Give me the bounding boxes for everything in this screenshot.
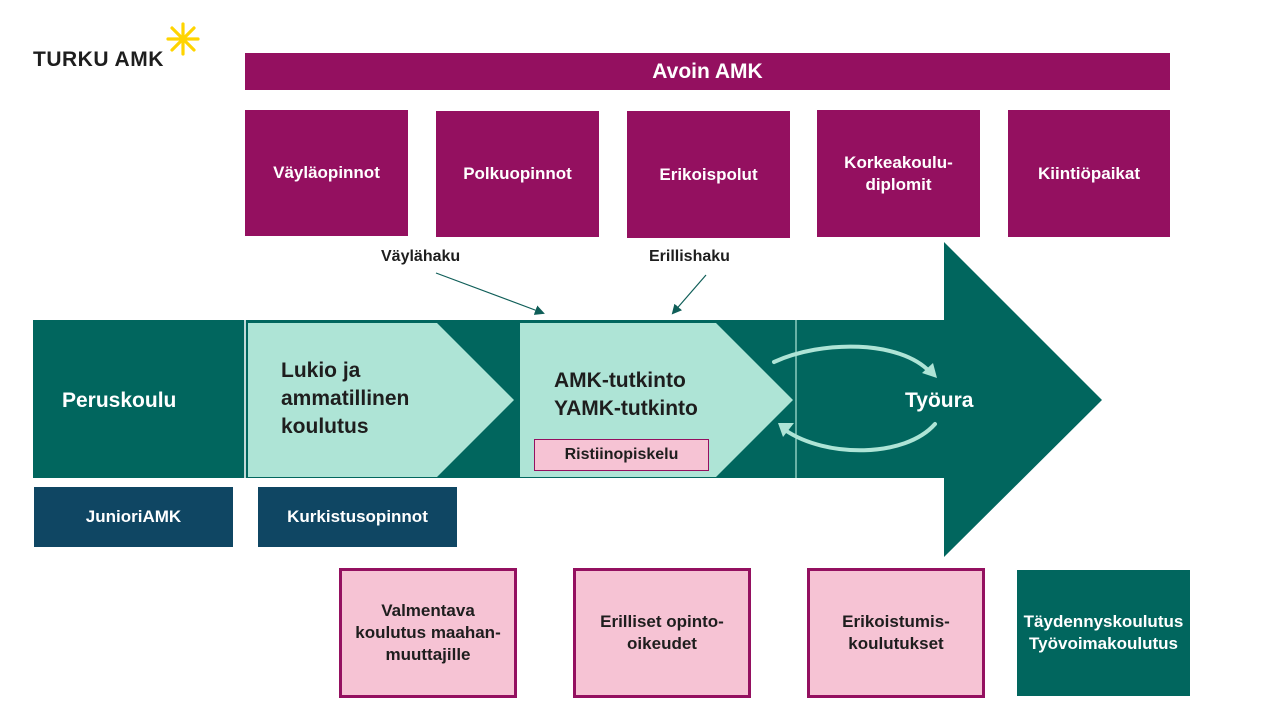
cycle-arrow-bottom: [783, 422, 937, 453]
yamk-tutkinto-label: YAMK-tutkinto: [554, 397, 698, 420]
erilliset-opinto-oikeudet-box: Erilliset opinto-oikeudet: [573, 568, 751, 698]
polkuopinnot-box: Polkuopinnot: [436, 111, 599, 237]
amk-tutkinto-label: AMK-tutkinto: [554, 369, 686, 392]
erikoispolut-box: Erikoispolut: [627, 111, 790, 238]
peruskoulu-label: Peruskoulu: [62, 389, 177, 412]
erillishaku-arrow: [671, 274, 707, 315]
vaylahaku-label: Väylähaku: [381, 248, 461, 265]
vaylaopinnot-box: Väyläopinnot: [245, 110, 408, 236]
junioriamk-box: JunioriAMK: [34, 487, 233, 547]
amk-chevron: [520, 323, 793, 477]
star-burst-icon: [166, 22, 200, 56]
korkeakoulu-diplomit-box: Korkeakoulu-diplomit: [817, 110, 980, 237]
turku-amk-logo: TURKU AMK: [33, 48, 164, 71]
cycle-arrow-top-head: [922, 363, 937, 378]
ristiinopiskelu-box: Ristiinopiskelu: [534, 439, 709, 471]
lukio-chevron: [248, 323, 514, 477]
taydennyskoulutus-box: Täydennyskoulutus Työvoimakoulutus: [1017, 570, 1190, 696]
lukio-label: Lukio ja ammatillinen koulutus: [281, 359, 410, 438]
avoin-amk-banner: Avoin AMK: [245, 53, 1170, 90]
valmentava-koulutus-box: Valmentava koulutus maahan-muuttajille: [339, 568, 517, 698]
vaylahaku-arrow: [435, 272, 545, 315]
cycle-arrow-top: [772, 344, 932, 374]
tyoura-label: Työura: [905, 389, 974, 412]
kurkistusopinnot-box: Kurkistusopinnot: [258, 487, 457, 547]
erillishaku-label: Erillishaku: [649, 248, 730, 265]
cycle-arrow-bottom-head: [778, 423, 794, 437]
erikoistumiskoulutukset-box: Erikoistumis-koulutukset: [807, 568, 985, 698]
kiintiopaikat-box: Kiintiöpaikat: [1008, 110, 1170, 237]
